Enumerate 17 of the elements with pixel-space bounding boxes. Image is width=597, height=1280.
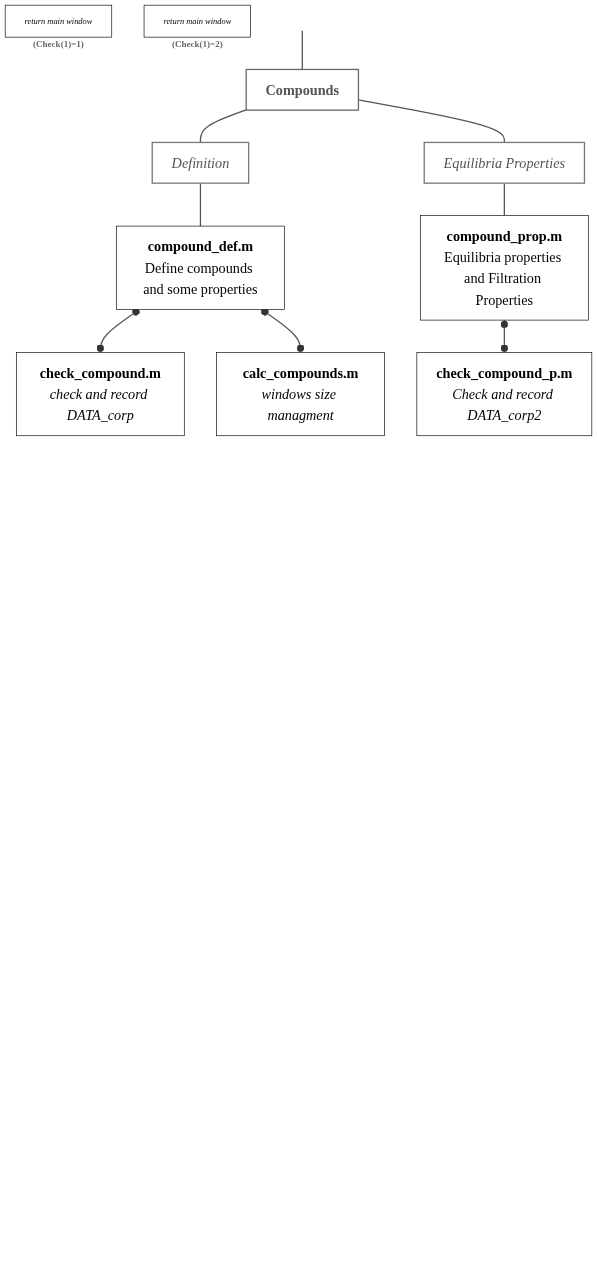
node-box: compound_prop.m Equilibria properties and Filtration Properties: [420, 215, 589, 321]
node-box: Definition: [151, 141, 250, 184]
node-box: compound_def.m Define compounds and some properties: [116, 225, 285, 310]
node-box: return main window: [143, 4, 251, 38]
connector: [503, 182, 505, 217]
connector: [500, 319, 509, 354]
node-box: calc_compounds.m windows size managment: [216, 352, 385, 437]
connector: [199, 182, 202, 227]
node-box: Equilibria Properties: [423, 141, 586, 184]
node-box: Compounds: [245, 68, 360, 111]
node-box: return main window: [4, 4, 113, 38]
status-note: (Check(1)=2): [171, 39, 223, 50]
connector: [301, 30, 303, 71]
status-note: (Check(1)=1): [33, 39, 84, 50]
connector: [199, 109, 247, 144]
node-box: check_compound.m check and record DATA_corp: [16, 352, 185, 437]
node-box: check_compound_p.m Check and record DATA_corp2: [416, 352, 593, 437]
